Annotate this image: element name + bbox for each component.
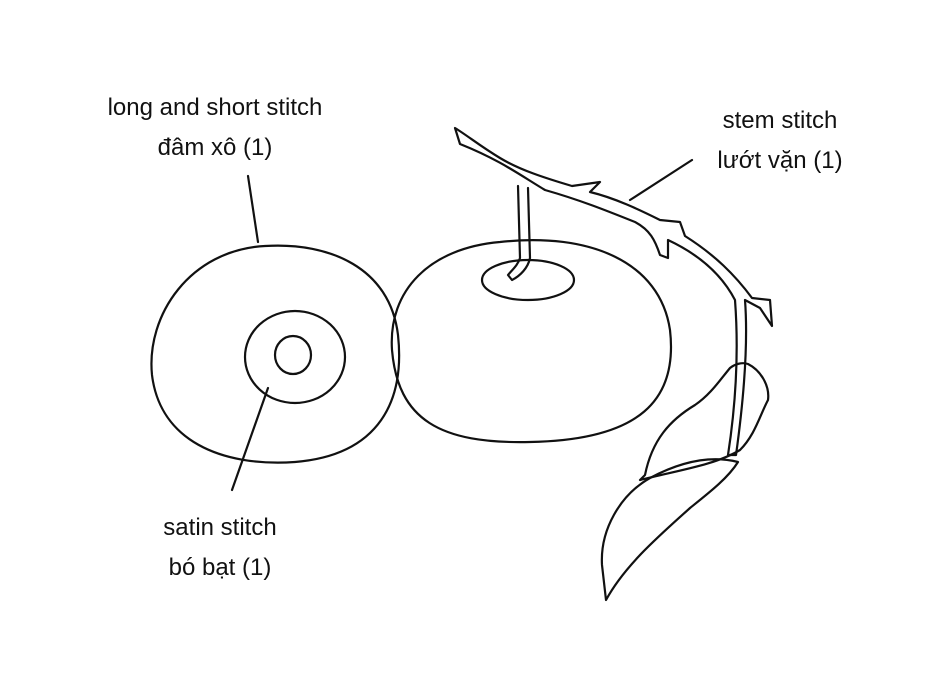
right-fruit-outline xyxy=(390,239,673,444)
label-long-and-short-vi: đâm xô (1) xyxy=(157,134,273,161)
label-stem-en: stem stitch xyxy=(722,107,838,134)
front-leaf xyxy=(600,458,740,602)
right-fruit-stem-cavity xyxy=(480,258,576,302)
leader-stem xyxy=(628,158,694,202)
label-stem-stitch: stem stitch lướt vặn (1) xyxy=(690,101,870,181)
branch-outline xyxy=(453,126,774,457)
label-stem-vi: lướt vặn (1) xyxy=(717,147,843,174)
label-long-and-short-en: long and short stitch xyxy=(107,94,323,121)
label-satin-vi: bó bạt (1) xyxy=(168,554,272,581)
label-satin-stitch: satin stitch bó bạt (1) xyxy=(130,508,310,588)
left-fruit-inner-ring xyxy=(243,309,347,405)
left-fruit-outline xyxy=(150,244,401,464)
label-satin-en: satin stitch xyxy=(163,514,277,541)
left-fruit-center xyxy=(273,334,313,376)
label-long-and-short-stitch: long and short stitch đâm xô (1) xyxy=(70,88,360,168)
leader-long-and-short xyxy=(246,174,260,244)
leader-satin xyxy=(230,386,270,492)
back-leaf xyxy=(638,362,770,482)
fruit-stalk xyxy=(506,184,532,282)
